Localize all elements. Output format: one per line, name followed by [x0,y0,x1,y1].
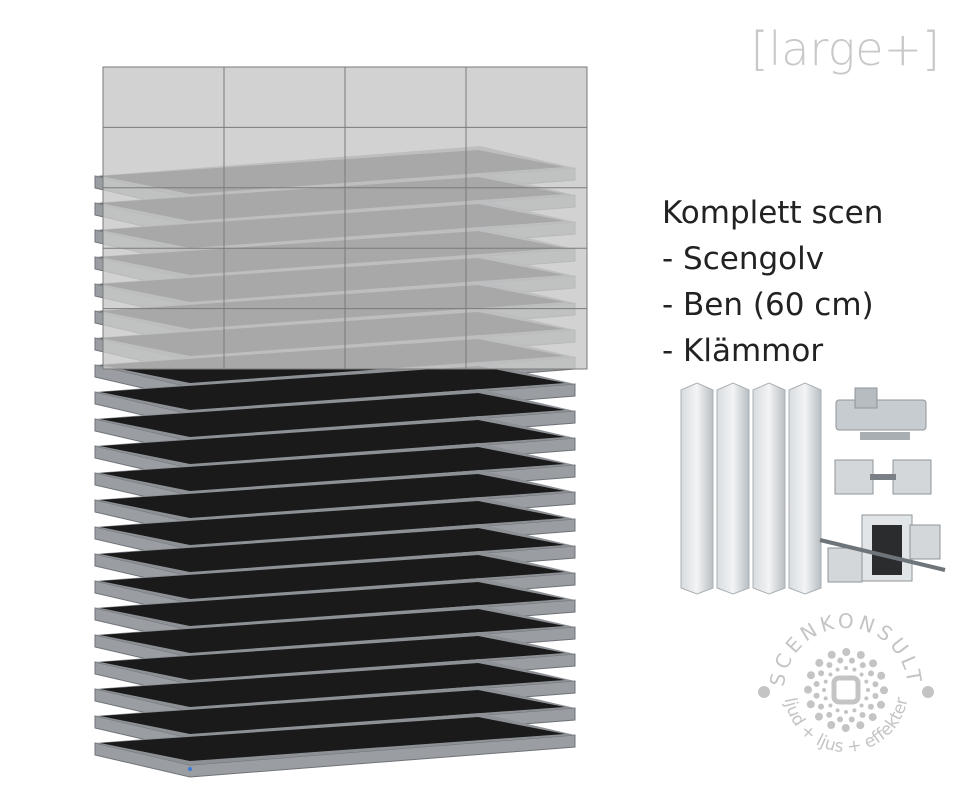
clamp-icon [834,459,932,495]
description-title: Komplett scen [662,195,884,231]
clamp-icon [835,387,927,440]
stage-platform [94,713,576,778]
size-tag: [large+] [750,22,940,76]
description-item: - Klämmor [662,333,824,369]
scenkonsult-logo: SCENKONSULT ljud + ljus + effekter [758,609,934,757]
leg-icon [680,382,822,595]
description-item: - Ben (60 cm) [662,287,874,323]
grid-overlay [102,66,588,370]
clamp-icon [819,514,946,583]
description-item: - Scengolv [662,241,825,277]
product-description: Komplett scen - Scengolv - Ben (60 cm) -… [662,190,883,374]
